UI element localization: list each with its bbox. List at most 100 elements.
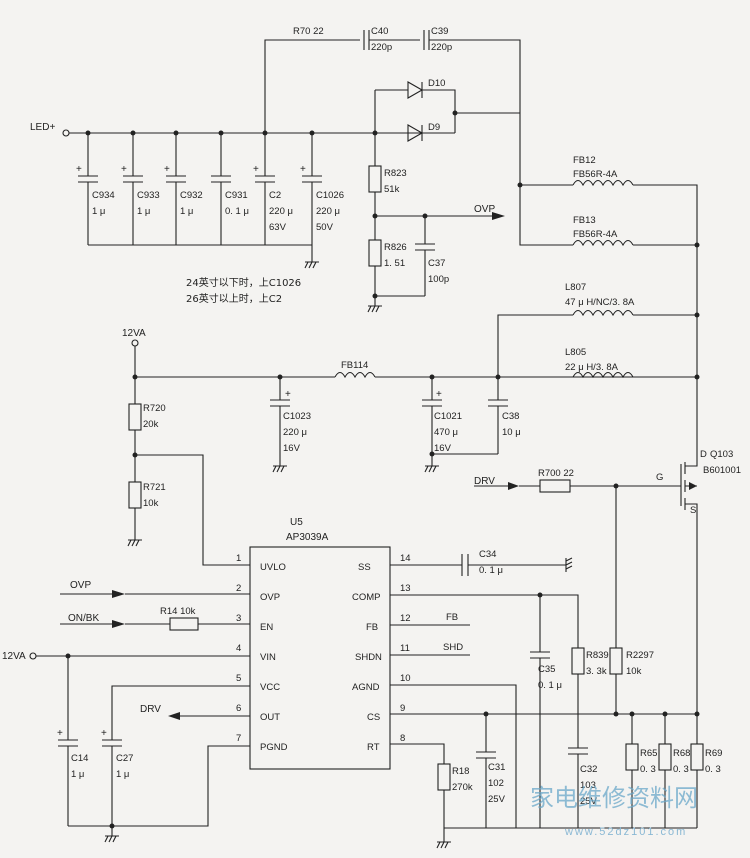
- svg-text:102: 102: [488, 778, 504, 789]
- capacitor-c2: + C2 220 μ 63V: [253, 130, 293, 245]
- svg-text:C933: C933: [137, 190, 160, 201]
- svg-text:R823: R823: [384, 168, 407, 179]
- svg-text:50V: 50V: [316, 222, 334, 233]
- svg-text:470 μ: 470 μ: [434, 427, 458, 438]
- svg-text:1. 51: 1. 51: [384, 258, 405, 269]
- svg-text:0. 3: 0. 3: [640, 764, 656, 775]
- svg-text:L807: L807: [565, 282, 586, 293]
- svg-text:103: 103: [580, 780, 596, 791]
- svg-text:0. 3: 0. 3: [673, 764, 689, 775]
- ic-body: [249, 546, 391, 770]
- svg-text:0. 3: 0. 3: [705, 764, 721, 775]
- input-filter-section: LED+ + C934 1 μ + C933 1 μ + C932 1 μ: [30, 26, 700, 376]
- capacitor-c32: C32 103 25V: [568, 674, 598, 828]
- svg-text:0. 1 μ: 0. 1 μ: [225, 206, 249, 217]
- svg-text:100p: 100p: [428, 274, 449, 285]
- svg-text:1 μ: 1 μ: [92, 206, 105, 217]
- svg-text:D: D: [700, 449, 707, 460]
- resistor-r700: R700 22: [519, 468, 619, 493]
- svg-text:5: 5: [236, 673, 241, 684]
- capacitor-c934: + C934 1 μ: [76, 130, 115, 245]
- svg-text:51k: 51k: [384, 184, 400, 195]
- resistor-r65: R65 0. 3: [625, 714, 657, 828]
- svg-text:2: 2: [236, 583, 241, 594]
- svg-text:1 μ: 1 μ: [137, 206, 150, 217]
- 12va-label-bottom: 12VA: [2, 651, 26, 662]
- capacitor-c931: C931 0. 1 μ: [211, 130, 249, 245]
- svg-text:C38: C38: [502, 411, 519, 422]
- svg-text:47 μ H/NC/3. 8A: 47 μ H/NC/3. 8A: [565, 297, 635, 308]
- ovp-net-label-top: OVP: [474, 204, 495, 215]
- svg-text:C1021: C1021: [434, 411, 462, 422]
- capacitor-c34: C34 0. 1 μ: [390, 549, 573, 576]
- resistor-r721: R721 10k: [128, 481, 166, 509]
- ferrite-fb13: FB13 FB56R-4A: [519, 185, 700, 248]
- resistor-r18: R18 270k: [390, 743, 473, 849]
- svg-text:25V: 25V: [580, 796, 598, 807]
- svg-text:220p: 220p: [371, 42, 392, 53]
- svg-text:FB56R-4A: FB56R-4A: [573, 169, 618, 180]
- svg-text:C932: C932: [180, 190, 203, 201]
- svg-text:10k: 10k: [143, 498, 159, 509]
- svg-text:SS: SS: [358, 562, 371, 573]
- svg-text:+: +: [101, 728, 107, 739]
- svg-text:1 μ: 1 μ: [180, 206, 193, 217]
- led-plus-terminal: [62, 129, 70, 137]
- svg-text:C1023: C1023: [283, 411, 311, 422]
- svg-text:220 μ: 220 μ: [283, 427, 307, 438]
- ic-pin-en: 3EN: [236, 613, 273, 633]
- capacitor-c38: C38 10 μ: [488, 374, 521, 454]
- inductor-l805: L805 22 μ H/3. 8A: [565, 347, 700, 380]
- svg-text:C34: C34: [479, 549, 496, 560]
- capacitor-c932: + C932 1 μ: [164, 130, 203, 245]
- drv-net-label-top: DRV: [474, 476, 495, 487]
- svg-text:11: 11: [400, 643, 410, 654]
- svg-text:+: +: [164, 164, 170, 175]
- svg-text:20k: 20k: [143, 419, 159, 430]
- svg-text:R2297: R2297: [626, 650, 654, 661]
- svg-text:C35: C35: [538, 664, 555, 675]
- svg-text:3. 3k: 3. 3k: [586, 666, 607, 677]
- capacitor-c1023: + C1023 220 μ 16V: [270, 374, 311, 473]
- svg-text:B601001: B601001: [703, 465, 741, 476]
- ic-pin-rt: 8RT: [367, 733, 405, 753]
- svg-text:R721: R721: [143, 482, 166, 493]
- svg-text:C931: C931: [225, 190, 248, 201]
- svg-text:63V: 63V: [269, 222, 287, 233]
- svg-text:C2: C2: [269, 190, 281, 201]
- resistor-r69: R69 0. 3: [690, 714, 722, 828]
- svg-text:1: 1: [236, 553, 241, 564]
- on-bk-net-label: ON/BK: [68, 613, 99, 624]
- svg-text:L805: L805: [565, 347, 586, 358]
- svg-text:G: G: [656, 472, 663, 483]
- mosfet-q103: D Q103 B601001 G S: [616, 377, 741, 714]
- svg-text:R69: R69: [705, 748, 722, 759]
- controller-periphery: OVP ON/BK R14 10k 12VA + C14 1 μ + C27 1…: [2, 486, 722, 849]
- drv-net-label-bottom: DRV: [140, 704, 161, 715]
- ovp-divider: OVP R823 51k R826 1. 51 C37 100p: [367, 133, 505, 313]
- svg-text:9: 9: [400, 703, 405, 714]
- svg-text:R14 10k: R14 10k: [160, 606, 196, 617]
- svg-text:R826: R826: [384, 242, 407, 253]
- ic-part: AP3039A: [286, 532, 329, 543]
- svg-text:PGND: PGND: [260, 742, 288, 753]
- svg-text:FB: FB: [366, 622, 378, 633]
- svg-text:C1026: C1026: [316, 190, 344, 201]
- ovp-net-label-bottom: OVP: [70, 580, 91, 591]
- svg-text:220 μ: 220 μ: [269, 206, 293, 217]
- svg-text:CS: CS: [367, 712, 380, 723]
- ic-ref: U5: [290, 517, 303, 528]
- inductor-l807: L807 47 μ H/NC/3. 8A: [497, 282, 700, 377]
- resistor-r2297: R2297 10k: [609, 486, 654, 714]
- svg-text:C32: C32: [580, 764, 597, 775]
- svg-text:C14: C14: [71, 753, 88, 764]
- shd-net-label: SHD: [443, 642, 463, 653]
- svg-text:16V: 16V: [283, 443, 301, 454]
